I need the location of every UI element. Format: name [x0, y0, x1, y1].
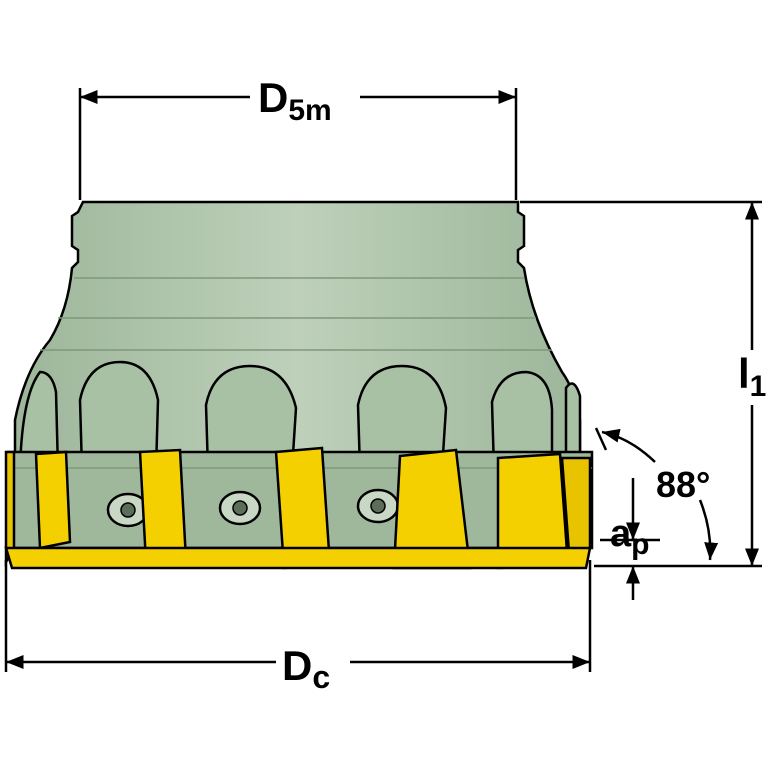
- cutter-body: [4, 200, 594, 570]
- screw: [218, 490, 262, 526]
- ap-label: ap: [610, 513, 649, 561]
- angle-arc-top: [601, 428, 656, 463]
- angle-label: 88°: [656, 464, 710, 505]
- insert-screws: [106, 488, 400, 528]
- cutting-edge-strip: [4, 546, 592, 570]
- insert: [138, 448, 188, 564]
- flute: [78, 360, 160, 472]
- angle-arc-bottom: [698, 499, 719, 561]
- dimension-labels: D5m Dc l1 ap 88°: [258, 74, 766, 695]
- screw: [356, 488, 400, 524]
- cutting-inserts: [4, 446, 592, 570]
- flute: [490, 370, 554, 472]
- d5m-label: D5m: [258, 74, 332, 127]
- insert: [34, 450, 72, 550]
- flute: [204, 364, 298, 472]
- insert: [4, 450, 16, 567]
- flute: [564, 382, 582, 472]
- flute: [18, 370, 60, 472]
- chip-flutes: [18, 360, 582, 472]
- angle-reference-line: [594, 427, 608, 451]
- l1-label: l1: [738, 350, 766, 403]
- dimensions: [4, 88, 762, 672]
- dc-label: Dc: [282, 642, 330, 695]
- screw: [106, 492, 150, 528]
- flute: [356, 364, 448, 472]
